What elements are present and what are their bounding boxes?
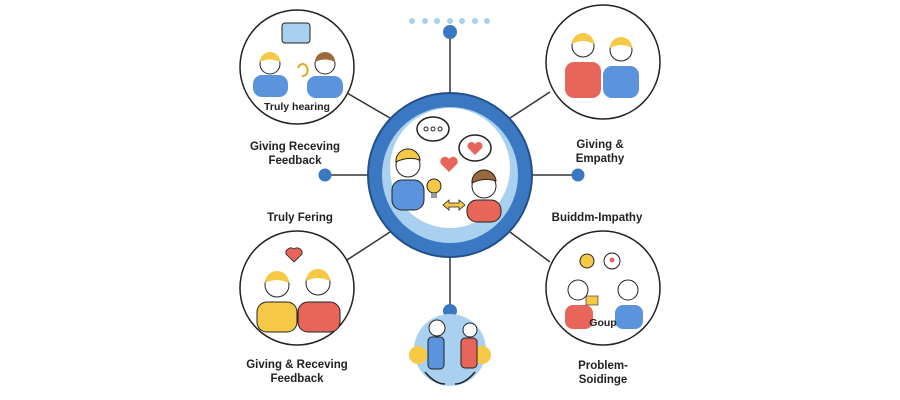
label-line: Feedback: [268, 155, 322, 167]
label-line: Problem-: [578, 360, 628, 372]
ear-icon: [297, 63, 309, 78]
node-bottom-right: [545, 230, 661, 346]
speech-bubble-icon: [416, 116, 450, 142]
heart-bubble-icon: [458, 134, 492, 162]
heart-icon: [440, 156, 458, 172]
label-line: Giving & Receving: [246, 359, 348, 371]
node-dots: [318, 25, 585, 318]
lightbulb-icon: [426, 178, 442, 198]
gear-icon: [579, 253, 595, 269]
label-buiddm-impathy: Buiddm-Impathy: [551, 212, 643, 224]
label-truly-hearing: Truly hearing: [264, 101, 330, 113]
label-truly-fering: Truly Fering: [267, 212, 333, 224]
label-giving-receving-feedback-upper: Giving Receving Feedback: [250, 140, 340, 168]
dot-row: [409, 18, 490, 24]
person-right: [466, 169, 502, 223]
connector-lines: [325, 30, 578, 310]
label-line: Empathy: [575, 153, 625, 165]
node-top-left: [239, 9, 355, 125]
label-line: Feedback: [270, 373, 324, 385]
hands-icon: [424, 371, 476, 385]
node-top-right: [545, 4, 661, 120]
label-giving-receving-feedback-lower: Giving & Receving Feedback: [246, 358, 348, 386]
label-goup: Goup: [589, 317, 617, 329]
label-giving-empathy: Giving & Empathy: [576, 138, 625, 166]
label-line: Giving &: [576, 139, 624, 151]
label-line: Soidinge: [578, 374, 628, 386]
node-bottom-left: [239, 230, 355, 346]
person-left: [391, 148, 425, 211]
double-arrow-icon: [442, 199, 466, 211]
label-line: Giving Receving: [249, 141, 341, 153]
label-problem-soidinge: Problem- Soidinge: [578, 359, 628, 387]
node-bottom: [409, 314, 491, 386]
center-hub: [367, 92, 533, 258]
